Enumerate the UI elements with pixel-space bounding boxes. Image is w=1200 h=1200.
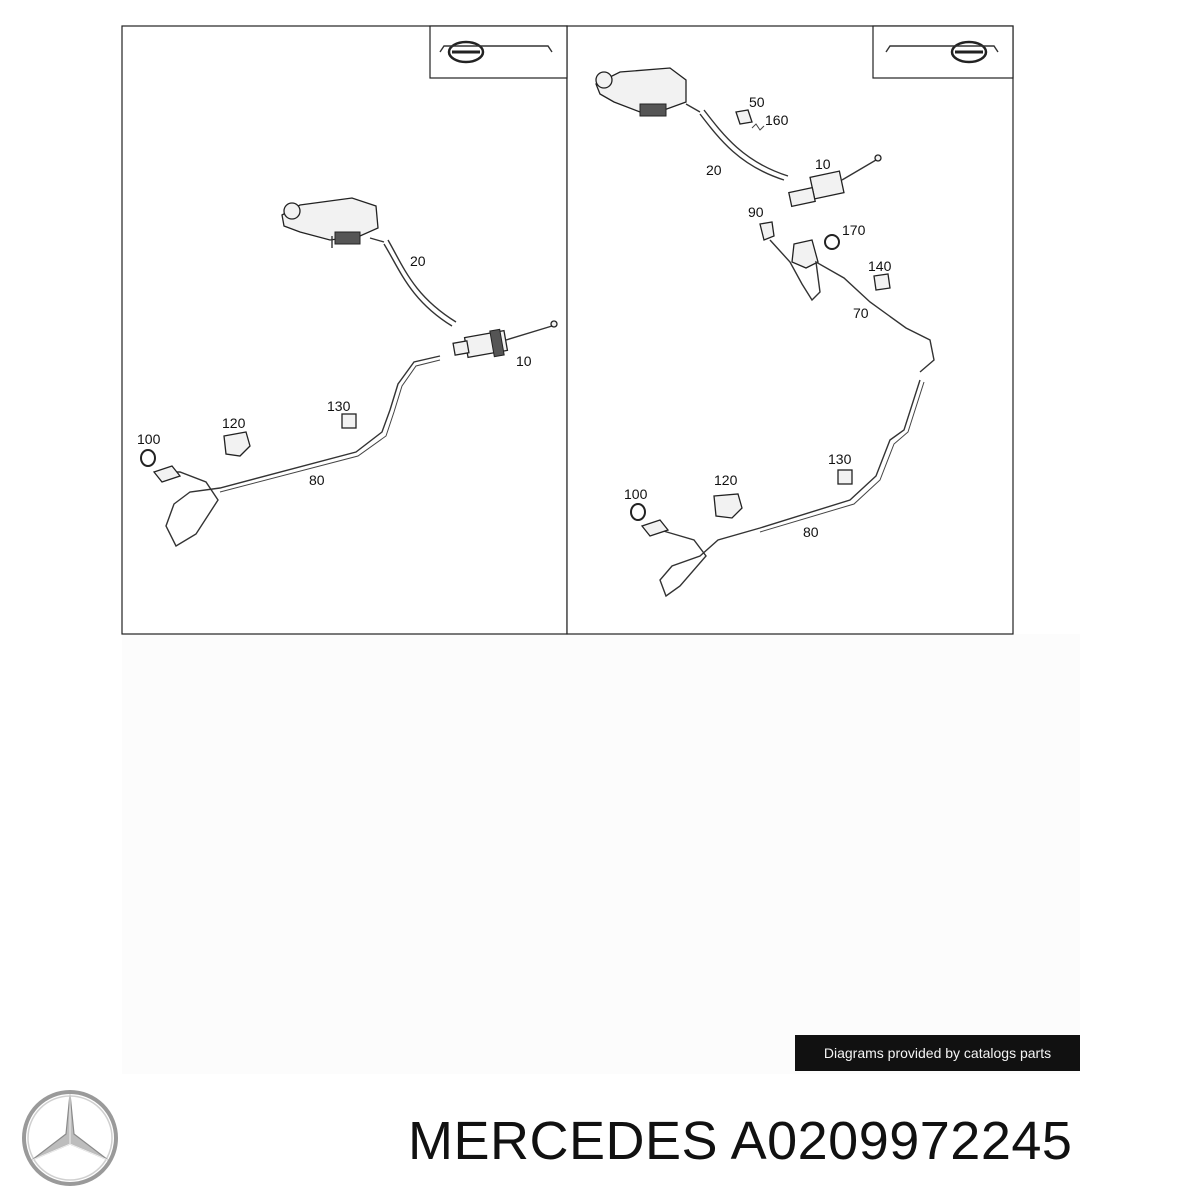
right-slave-fitting	[640, 519, 670, 537]
lower-background	[122, 634, 1080, 1074]
left-pipe-80	[162, 355, 441, 547]
right-cap-50	[735, 109, 753, 125]
part-number: A0209972245	[730, 1111, 1073, 1171]
right-master-cylinder-10	[788, 154, 882, 208]
right-label-80: 80	[803, 524, 819, 540]
catalog-watermark: Diagrams provided by catalogs parts	[795, 1035, 1080, 1071]
right-label-90: 90	[748, 204, 764, 220]
right-label-70: 70	[853, 305, 869, 321]
left-master-cylinder-10	[452, 320, 558, 359]
right-steering-indicator	[872, 25, 1014, 79]
right-pipe-70	[769, 239, 935, 373]
brand-name: MERCEDES	[408, 1111, 719, 1171]
right-label-160: 160	[765, 112, 789, 128]
left-hose-20	[383, 239, 457, 327]
right-label-50: 50	[749, 94, 765, 110]
right-reservoir	[595, 67, 701, 117]
left-label-130: 130	[327, 398, 351, 414]
right-pipe-80	[645, 379, 921, 598]
right-spring-160	[751, 123, 765, 131]
left-label-10: 10	[516, 353, 532, 369]
footer-part-title: MERCEDES A0209972245	[408, 1108, 1072, 1174]
right-bracket-120	[713, 493, 743, 519]
right-elbow-90	[759, 221, 775, 241]
right-hose-20	[699, 109, 789, 181]
left-label-120: 120	[222, 415, 246, 431]
right-boot	[791, 239, 819, 269]
left-label-100: 100	[137, 431, 161, 447]
right-seal-170	[824, 234, 840, 250]
left-steering-indicator	[429, 25, 568, 79]
right-label-170: 170	[842, 222, 866, 238]
left-bracket-120	[223, 431, 251, 457]
right-label-140: 140	[868, 258, 892, 274]
right-label-20: 20	[706, 162, 722, 178]
right-label-130: 130	[828, 451, 852, 467]
left-label-80: 80	[309, 472, 325, 488]
left-seal-100	[140, 449, 156, 467]
mercedes-star-logo	[22, 1090, 118, 1186]
right-label-10: 10	[815, 156, 831, 172]
left-clip-130	[341, 413, 357, 429]
right-label-120: 120	[714, 472, 738, 488]
left-slave-fitting	[152, 465, 182, 483]
right-label-100: 100	[624, 486, 648, 502]
left-label-20: 20	[410, 253, 426, 269]
right-seal-100	[630, 503, 646, 521]
right-clip-130	[837, 469, 853, 485]
right-panel-frame	[566, 25, 1014, 635]
left-reservoir	[281, 197, 385, 248]
right-clip-140	[873, 273, 891, 291]
